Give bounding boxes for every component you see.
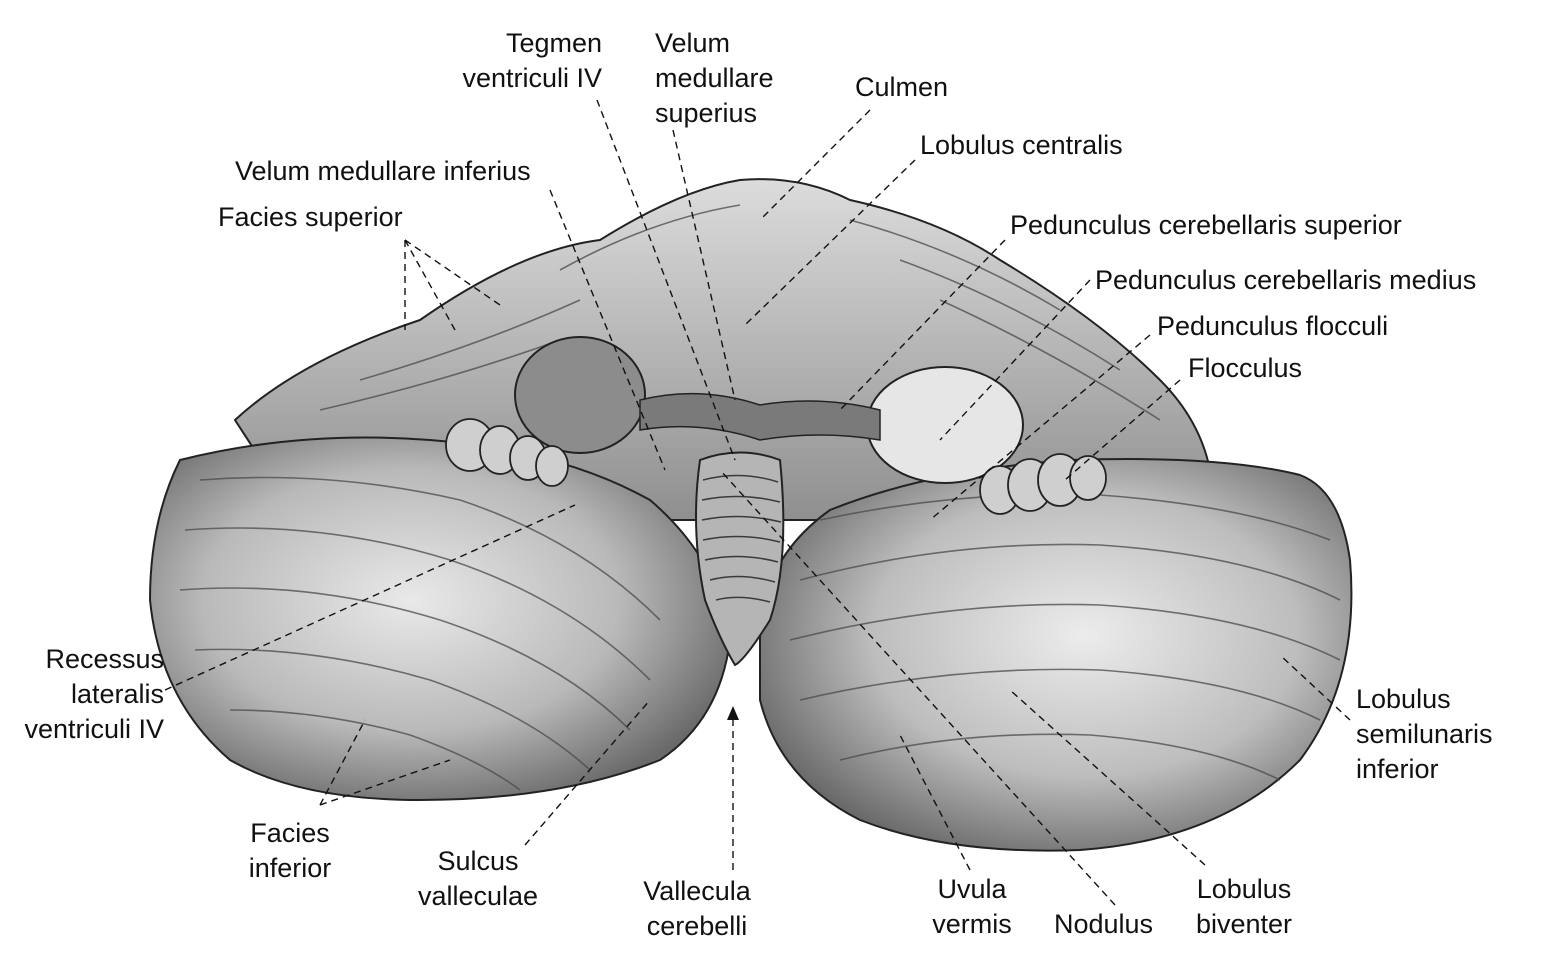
right-flocculus: [979, 453, 1107, 515]
label-velum-medullare-inferius: Velum medullare inferius: [235, 154, 531, 189]
label-facies-superior: Facies superior: [218, 200, 403, 235]
label-lobulus-centralis: Lobulus centralis: [920, 128, 1123, 163]
label-line: Flocculus: [1188, 353, 1303, 383]
vermis-folia: [701, 474, 782, 603]
label-line: Lobulus centralis: [920, 130, 1123, 160]
label-velum-medullare-superius: Velum medullare superius: [655, 26, 774, 131]
vermis: [695, 451, 785, 667]
label-line: lateralis: [70, 679, 164, 709]
label-lobulus-semilunaris-inferior: Lobulus semilunaris inferior: [1356, 682, 1493, 787]
label-facies-inferior: Facies inferior: [234, 816, 346, 886]
label-flocculus: Flocculus: [1188, 351, 1302, 386]
label-line: Nodulus: [1054, 909, 1154, 939]
label-pedunculus-cerebellaris-superior: Pedunculus cerebellaris superior: [1010, 208, 1402, 243]
label-nodulus: Nodulus: [1054, 907, 1153, 942]
label-line: Velum: [655, 28, 731, 58]
label-line: Lobulus: [1356, 684, 1451, 714]
folia-lines: [179, 204, 1341, 791]
label-lobulus-biventer: Lobulus biventer: [1182, 872, 1306, 942]
label-pedunculus-cerebellaris-medius: Pedunculus cerebellaris medius: [1095, 263, 1476, 298]
leader-lines: [164, 99, 1351, 906]
label-line: Tegmen: [505, 28, 602, 58]
label-vallecula-cerebelli: Vallecula cerebelli: [630, 874, 764, 944]
label-sulcus-valleculae: Sulcus valleculae: [404, 844, 552, 914]
label-line: Velum medullare inferius: [235, 156, 531, 186]
label-line: Recessus: [45, 644, 164, 674]
label-line: ventriculi IV: [462, 63, 602, 93]
tegmen-strip: [639, 392, 881, 441]
label-line: Culmen: [855, 72, 949, 102]
label-line: Lobulus: [1196, 874, 1292, 904]
label-line: inferior: [248, 853, 332, 883]
left-peduncle-cut-surface: [514, 336, 646, 454]
label-tegmen-ventriculi-iv: Tegmen ventriculi IV: [450, 26, 602, 96]
label-line: Facies: [250, 818, 330, 848]
label-line: Facies superior: [218, 202, 403, 232]
label-line: ventriculi IV: [24, 714, 164, 744]
label-line: medullare: [655, 63, 774, 93]
label-line: superius: [655, 98, 758, 128]
right-hemisphere: [759, 458, 1353, 852]
label-line: Pedunculus cerebellaris superior: [1010, 210, 1402, 240]
label-line: Uvula: [937, 874, 1007, 904]
label-line: Pedunculus flocculi: [1157, 311, 1389, 341]
label-uvula-vermis: Uvula vermis: [924, 872, 1020, 942]
label-line: inferior: [1356, 754, 1439, 784]
label-line: Pedunculus cerebellaris medius: [1095, 265, 1477, 295]
left-flocculus: [445, 418, 569, 487]
label-line: biventer: [1195, 909, 1293, 939]
label-line: cerebelli: [646, 911, 748, 941]
label-recessus-lateralis-ventriculi-iv: Recessus lateralis ventriculi IV: [10, 642, 164, 747]
label-line: Sulcus: [437, 846, 519, 876]
label-line: vermis: [932, 909, 1012, 939]
label-pedunculus-flocculi: Pedunculus flocculi: [1157, 309, 1388, 344]
leader-arrowheads: [727, 706, 739, 720]
label-culmen: Culmen: [855, 70, 948, 105]
label-line: valleculae: [417, 881, 539, 911]
label-line: semilunaris: [1356, 719, 1493, 749]
label-line: Vallecula: [643, 876, 751, 906]
